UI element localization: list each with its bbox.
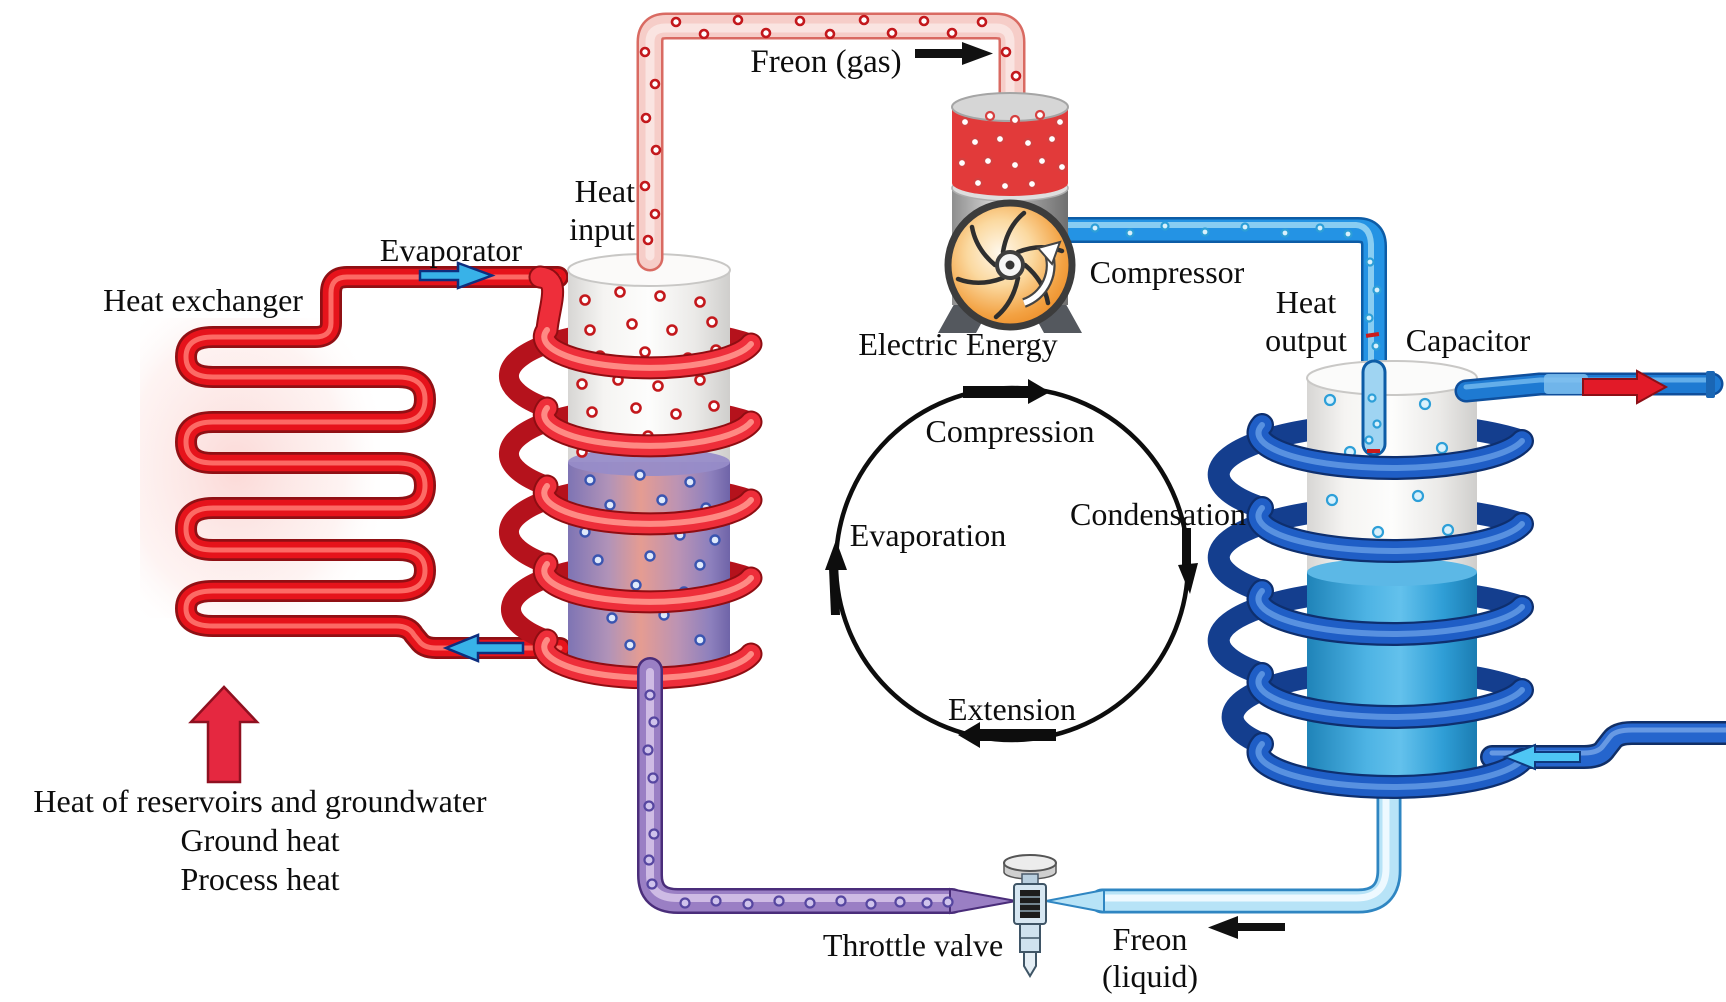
ground-heat-arrow-icon xyxy=(188,685,260,784)
freon-liquid-label: Freon (liquid) xyxy=(1102,921,1198,994)
heat-sources-label: Heat of reservoirs and groundwater Groun… xyxy=(33,783,487,897)
cycle-condensation-label: Condensation xyxy=(1070,496,1246,532)
cycle-evaporation-label: Evaporation xyxy=(849,517,1007,553)
capacitor-label: Capacitor xyxy=(1405,322,1531,358)
capacitor-inlet-pipe xyxy=(1361,332,1387,457)
evaporator-coil-front xyxy=(528,265,763,690)
compressor-gas-bubbles xyxy=(956,109,1068,192)
throttle-valve-device xyxy=(1003,854,1057,978)
evaporator-outflow-arrow-icon xyxy=(442,633,525,663)
freon-gas-pipe xyxy=(636,12,1026,272)
cycle-extension-label: Extension xyxy=(948,691,1076,727)
freon-gas-label: Freon (gas) xyxy=(750,44,902,80)
evaporator-label: Evaporator xyxy=(379,232,523,268)
refrigeration-cycle-circle xyxy=(825,379,1198,748)
compressor-unit xyxy=(938,92,1082,333)
freon-liquid-flow-arrow-icon xyxy=(1208,916,1285,939)
throttle-valve-label: Throttle valve xyxy=(822,927,1004,963)
cycle-clockwise-arrows xyxy=(825,379,1198,748)
compressor-label: Compressor xyxy=(1089,254,1245,290)
freon-liquid-pipe xyxy=(1045,749,1402,914)
compressor-fan-icon xyxy=(944,199,1076,331)
capacitor-coil-back xyxy=(1207,412,1533,755)
compressed-freon-pipe xyxy=(1049,217,1387,393)
capacitor-coil-front xyxy=(1246,413,1534,799)
heat-output-label: Heat output xyxy=(1265,284,1347,358)
heat-input-label: Heat input xyxy=(569,173,635,247)
cold-water-in-arrow-icon xyxy=(1502,743,1581,771)
evaporator-vessel xyxy=(567,253,731,681)
heat-exchanger-label: Heat exchanger xyxy=(103,282,303,318)
water-return-pipe xyxy=(1480,721,1726,769)
electric-energy-label: Electric Energy xyxy=(858,326,1058,362)
heat-exchanger-coil xyxy=(175,266,571,659)
hot-water-out-arrow-icon xyxy=(1582,369,1669,405)
freon-gas-flow-arrow-icon xyxy=(915,42,993,65)
cycle-compression-label: Compression xyxy=(925,413,1095,449)
capacitor-vapor-bubbles xyxy=(1323,393,1455,562)
freon-expanded-pipe xyxy=(637,657,1017,915)
evaporator-inflow-arrow-icon xyxy=(418,261,496,290)
